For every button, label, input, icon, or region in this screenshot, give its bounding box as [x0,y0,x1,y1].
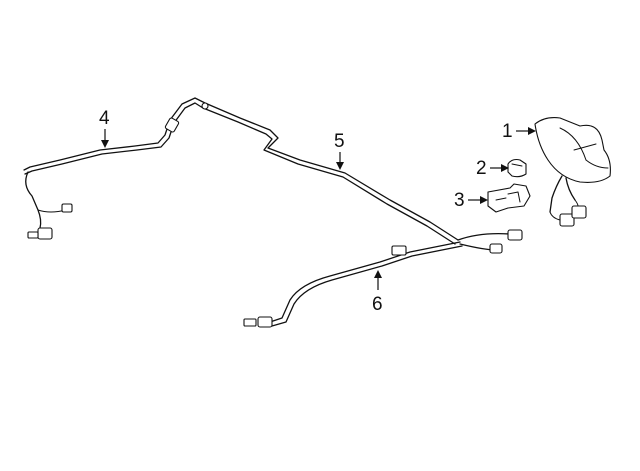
callout-1-label: 1 [502,121,513,142]
callout-5-label: 5 [334,131,345,152]
antenna-cap [507,158,527,178]
lower-plug-icon [243,318,257,327]
callout-4: 4 [99,108,110,148]
right-lower-connector-icon [489,243,503,254]
left-lower-plug-icon [27,231,39,239]
arrow-icon [374,270,382,278]
shark-fin-antenna [534,117,611,227]
arrow-icon [336,162,344,170]
clip-icon [201,102,209,110]
callout-6: 6 [372,270,383,315]
antenna-plug-right-icon [571,205,587,219]
callout-5: 5 [334,131,345,170]
callout-6-label: 6 [372,294,383,315]
callout-1: 1 [502,121,536,142]
arrow-icon [528,127,536,135]
inline-connector-icon [164,117,180,133]
arrow-icon [480,196,488,204]
arrow-icon [101,140,109,148]
callout-4-label: 4 [99,108,110,129]
callout-2-label: 2 [476,158,487,179]
callout-3: 3 [454,190,488,211]
main-antenna-cable [23,97,459,245]
right-upper-connector-icon [507,229,523,241]
lower-antenna-cable [243,229,523,328]
left-lower-connector-icon [37,227,53,240]
arrow-icon [501,164,509,172]
antenna-bracket [487,183,531,213]
callout-2: 2 [476,158,509,179]
callout-3-label: 3 [454,190,465,211]
lower-connector-icon [257,316,273,328]
left-upper-connector-icon [61,203,73,213]
cable-clip-icon [391,245,407,256]
